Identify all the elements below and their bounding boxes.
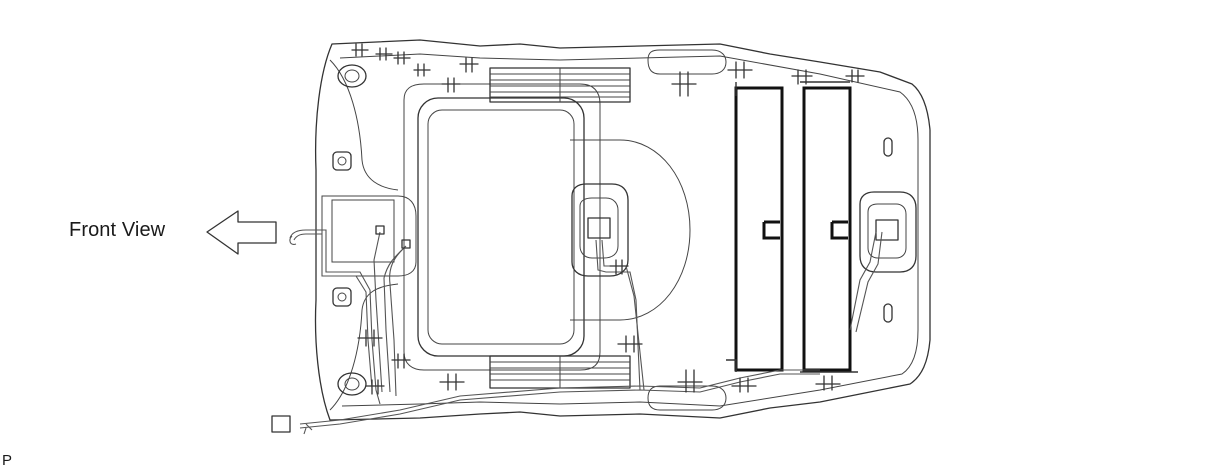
front-view-label: Front View xyxy=(69,219,166,241)
rear-roof-panel-left xyxy=(726,82,784,372)
visor-clip-upper xyxy=(332,151,352,171)
visor-clip-lower xyxy=(332,287,352,307)
sunroof-rail-rear xyxy=(489,355,631,389)
harness-hook-end xyxy=(289,235,297,245)
rear-slot-upper xyxy=(883,137,893,157)
rear-roof-panel-right xyxy=(800,81,858,373)
sunroof-rear-arc xyxy=(570,139,691,321)
map-light-opening xyxy=(331,199,395,263)
sunroof-rail-front xyxy=(489,67,631,103)
corner-code-label: P xyxy=(2,452,13,469)
rear-slot-lower xyxy=(883,303,893,323)
front-edge-curve xyxy=(329,59,399,191)
front-edge-curve-lower xyxy=(329,283,399,411)
headliner-inner-edge xyxy=(339,53,919,407)
headliner-outline xyxy=(314,39,931,421)
harness-connector-a xyxy=(375,225,385,235)
harness-connector-b xyxy=(401,239,411,249)
harness-connector-main xyxy=(271,415,291,433)
rear-room-light xyxy=(859,191,917,273)
sun-visor-holder-right xyxy=(337,372,367,396)
assist-grip-front xyxy=(647,49,727,75)
sunroof-inner xyxy=(427,109,575,345)
front-console-outline xyxy=(321,195,417,277)
sunroof-frame xyxy=(403,83,601,371)
arrow-left-icon xyxy=(206,210,277,255)
center-room-light xyxy=(571,183,629,277)
sunroof-opening xyxy=(417,97,585,357)
sun-visor-holder-left xyxy=(337,64,367,88)
assist-grip-rear xyxy=(647,385,727,411)
harness-clamps xyxy=(351,43,865,395)
roof-wire-harness xyxy=(289,229,883,435)
